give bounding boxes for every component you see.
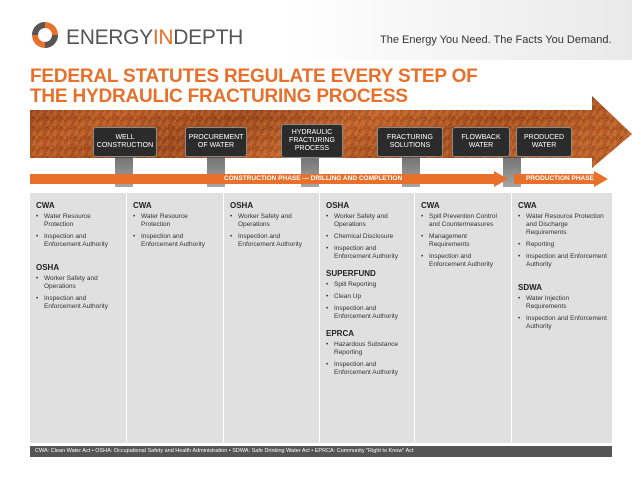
statute-heading: CWA xyxy=(36,201,55,210)
statute-heading: CWA xyxy=(421,201,440,210)
stage-line: PROCUREMENT xyxy=(188,134,244,141)
statute-list: Worker Safety and Operations Inspection … xyxy=(36,275,121,311)
header-bar: ENERGYINDEPTH The Energy You Need. The F… xyxy=(0,0,632,60)
list-item: Water Injection Requirements xyxy=(518,295,607,311)
list-item: Water Resource Protection xyxy=(133,213,218,229)
stage-line: PRODUCED xyxy=(523,134,565,141)
list-item: Reporting xyxy=(518,241,607,249)
construction-phase-label: CONSTRUCTION PHASE — DRILLING AND COMPLE… xyxy=(224,175,403,182)
statute-heading: EPRCA xyxy=(326,329,355,338)
statute-list: Worker Safety and Operations Inspection … xyxy=(230,213,314,249)
page-title: FEDERAL STATUTES REGULATE EVERY STEP OF … xyxy=(30,67,478,107)
stage-line: FRACTURING xyxy=(289,137,335,144)
list-item: Worker Safety and Operations xyxy=(230,213,314,229)
list-item: Clean Up xyxy=(326,293,409,301)
construction-phase-bar xyxy=(30,174,496,184)
statute-list: Hazardous Substance Reporting Inspection… xyxy=(326,341,409,377)
list-item: Water Resource Protection xyxy=(36,213,121,229)
statutes-grid: CWA Water Resource Protection Inspection… xyxy=(30,193,612,443)
brand-part-depth: DEPTH xyxy=(173,26,243,49)
brand-name: ENERGYINDEPTH xyxy=(66,26,243,50)
column-fracturing-solutions: OSHA Worker Safety and Operations Chemic… xyxy=(320,193,415,443)
stage-line: SOLUTIONS xyxy=(389,142,431,149)
statute-heading: CWA xyxy=(133,201,152,210)
statute-heading: OSHA xyxy=(230,201,254,210)
statute-heading: OSHA xyxy=(326,201,350,210)
statute-heading: SDWA xyxy=(518,283,542,292)
list-item: Inspection and Enforcement Authority xyxy=(326,305,409,321)
title-line-1: FEDERAL STATUTES REGULATE EVERY STEP OF xyxy=(30,66,478,87)
statute-list: Water Resource Protection and Discharge … xyxy=(518,213,607,269)
stage-line: WELL xyxy=(115,134,135,141)
production-phase-bar xyxy=(514,174,596,184)
footer-legend: CWA: Clean Water Act • OSHA: Occupationa… xyxy=(30,446,612,457)
list-item: Worker Safety and Operations xyxy=(36,275,121,291)
construction-phase-arrowhead-icon xyxy=(494,171,508,187)
statute-heading: OSHA xyxy=(36,263,60,272)
statute-heading: SUPERFUND xyxy=(326,269,376,278)
stage-line: HYDRAULIC xyxy=(291,129,333,136)
list-item: Inspection and Enforcement Authority xyxy=(421,253,506,269)
stage-line: PROCESS xyxy=(294,145,330,152)
production-phase-label: PRODUCTION PHASE xyxy=(526,175,594,182)
statute-list: Spill Prevention Control and Countermeas… xyxy=(421,213,506,269)
statute-heading: CWA xyxy=(518,201,537,210)
stage-line: WATER xyxy=(468,142,494,149)
list-item: Inspection and Enforcement Authority xyxy=(36,295,121,311)
list-item: Inspection and Enforcement Authority xyxy=(326,245,409,261)
list-item: Inspection and Enforcement Authority xyxy=(518,253,607,269)
tagline: The Energy You Need. The Facts You Deman… xyxy=(380,34,612,46)
list-item: Inspection and Enforcement Authority xyxy=(518,315,607,331)
list-item: Inspection and Enforcement Authority xyxy=(326,361,409,377)
column-procurement-of-water: CWA Water Resource Protection Inspection… xyxy=(127,193,224,443)
list-item: Inspection and Enforcement Authority xyxy=(133,233,218,249)
statute-list: Water Injection Requirements Inspection … xyxy=(518,295,607,331)
energy-in-depth-logo-icon xyxy=(32,22,58,48)
statute-list: Worker Safety and Operations Chemical Di… xyxy=(326,213,409,261)
list-item: Hazardous Substance Reporting xyxy=(326,341,409,357)
stage-line: WATER xyxy=(531,142,557,149)
stage-line: OF WATER xyxy=(197,142,235,149)
list-item: Management Requirements xyxy=(421,233,506,249)
brand-part-energy: ENERGY xyxy=(66,26,153,49)
list-item: Chemical Disclosure xyxy=(326,233,409,241)
stage-line: FLOWBACK xyxy=(461,134,501,141)
list-item: Spill Prevention Control and Countermeas… xyxy=(421,213,506,229)
column-hydraulic-fracturing: OSHA Worker Safety and Operations Inspec… xyxy=(224,193,320,443)
column-flowback-water: CWA Spill Prevention Control and Counter… xyxy=(415,193,512,443)
list-item: Inspection and Enforcement Authority xyxy=(36,233,121,249)
title-line-2: THE HYDRAULIC FRACTURING PROCESS xyxy=(30,86,408,107)
list-item: Water Resource Protection and Discharge … xyxy=(518,213,607,237)
stage-line: FRACTURING xyxy=(387,134,433,141)
list-item: Inspection and Enforcement Authority xyxy=(230,233,314,249)
statute-list: Water Resource Protection Inspection and… xyxy=(133,213,218,249)
brand-part-in: IN xyxy=(152,26,174,49)
stage-line: CONSTRUCTION xyxy=(96,142,154,149)
list-item: Spill Reporting xyxy=(326,281,409,289)
production-phase-arrowhead-icon xyxy=(594,171,608,187)
statute-list: Spill Reporting Clean Up Inspection and … xyxy=(326,281,409,321)
column-produced-water: CWA Water Resource Protection and Discha… xyxy=(512,193,612,443)
statute-list: Water Resource Protection Inspection and… xyxy=(36,213,121,249)
list-item: Worker Safety and Operations xyxy=(326,213,409,229)
column-well-construction: CWA Water Resource Protection Inspection… xyxy=(30,193,127,443)
